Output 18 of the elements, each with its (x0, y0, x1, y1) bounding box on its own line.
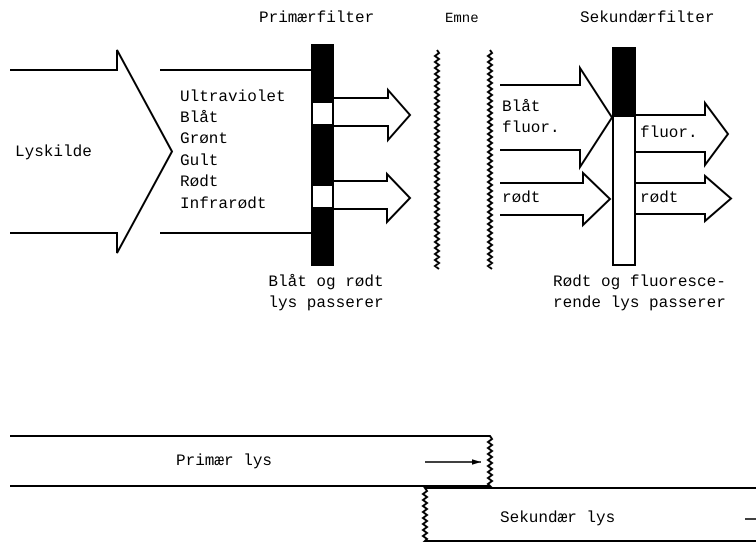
arrow-label: rødt (502, 188, 540, 209)
spectrum-label: Rødt (180, 172, 218, 193)
filter-note: Blåt og rødt lys passerer (267, 272, 385, 314)
arrow-label: rødt (640, 188, 678, 209)
spectrum-label: Gult (180, 151, 218, 172)
object-label: Emne (445, 10, 479, 29)
filter-label: Primærfilter (259, 8, 374, 29)
filter-label: Sekundærfilter (580, 8, 714, 29)
arrow-label: Primær lys (176, 451, 272, 472)
arrow-label: fluor. (640, 123, 698, 144)
spectrum-label: Grønt (180, 129, 228, 150)
filter-note: Rødt og fluoresce- rende lys passerer (553, 272, 727, 314)
spectrum-label: Blåt (180, 108, 218, 129)
spectrum-label: Ultraviolet (180, 87, 286, 108)
arrow-label: Sekundær lys (500, 508, 616, 529)
spectrum-label: Infrarødt (180, 194, 266, 215)
arrow-label: Lyskilde (15, 142, 92, 163)
arrow-label: Blåt fluor. (502, 97, 561, 139)
